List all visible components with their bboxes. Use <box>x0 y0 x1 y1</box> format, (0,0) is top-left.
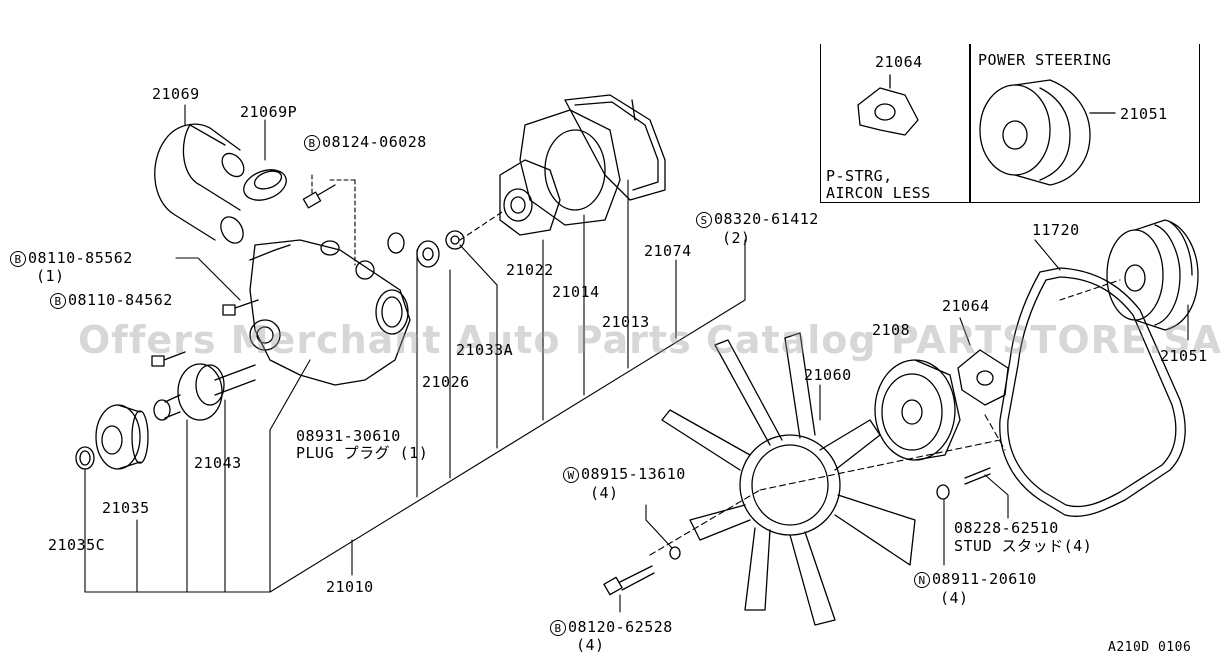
inset-bracket-drawing <box>857 74 919 136</box>
bolt-08124 <box>302 184 336 209</box>
label-08320-qty: (2) <box>722 229 751 247</box>
label-11720[interactable]: 11720 <box>1032 221 1080 239</box>
label-21014[interactable]: 21014 <box>552 283 600 301</box>
label-08911-qty: (4) <box>940 589 969 607</box>
label-21035c[interactable]: 21035C <box>48 536 106 554</box>
hub-21035 <box>95 404 149 470</box>
label-21069[interactable]: 21069 <box>152 85 200 103</box>
seal-21035c <box>75 446 95 470</box>
diagram-code: A210D 0106 <box>1108 640 1192 655</box>
marker-b: B <box>550 619 566 636</box>
label-21069p[interactable]: 21069P <box>240 103 298 121</box>
watermark: Offers Merchant Auto Parts Catalog PARTS… <box>78 318 1223 362</box>
bearing-21043 <box>153 363 256 421</box>
marker-b: B <box>304 134 320 151</box>
inset-note-line1: P-STRG, <box>826 167 893 185</box>
water-pump-body <box>249 239 411 386</box>
nut <box>936 484 950 500</box>
label-21026[interactable]: 21026 <box>422 373 470 391</box>
inset-label-21064[interactable]: 21064 <box>875 53 923 71</box>
hose-21069 <box>154 123 245 244</box>
inset-note-line2: AIRCON LESS <box>826 184 931 202</box>
label-08228-62510[interactable]: 08228-62510 <box>954 519 1059 537</box>
bolt-08120 <box>603 565 655 596</box>
housing-21022 <box>499 159 561 236</box>
bracket-21064 <box>957 349 1009 406</box>
label-21043[interactable]: 21043 <box>194 454 242 472</box>
label-08120-qty: (4) <box>576 636 605 654</box>
v-belt <box>999 267 1186 517</box>
label-21033a[interactable]: 21033A <box>456 341 514 359</box>
inset-label-21051[interactable]: 21051 <box>1120 105 1168 123</box>
inset-frame-pstrg <box>820 44 970 203</box>
bolt-08110-85562 <box>222 299 259 316</box>
leader-lines <box>84 104 1189 613</box>
label-21051[interactable]: 21051 <box>1160 347 1208 365</box>
inset-frame-power-steering <box>970 44 1200 203</box>
label-21010[interactable]: 21010 <box>326 578 374 596</box>
label-stud: STUD スタッド(4) <box>954 537 1093 555</box>
label-21064[interactable]: 21064 <box>942 297 990 315</box>
inset-pulley-drawing <box>979 79 1116 186</box>
label-2108[interactable]: 2108 <box>872 321 911 339</box>
gasket-21074 <box>564 94 666 201</box>
cover-21014 <box>519 109 621 226</box>
label-21013[interactable]: 21013 <box>602 313 650 331</box>
label-21035[interactable]: 21035 <box>102 499 150 517</box>
bolt-08110-84562 <box>151 351 186 367</box>
label-21074[interactable]: 21074 <box>644 242 692 260</box>
washers <box>387 230 465 268</box>
stud <box>964 467 991 485</box>
marker-b: B <box>10 250 26 267</box>
label-08110-85562-qty: (1) <box>36 267 65 285</box>
marker-w: W <box>563 466 579 483</box>
washer-08915 <box>669 546 681 560</box>
marker-b: B <box>50 292 66 309</box>
pulley-21051 <box>1106 219 1199 331</box>
marker-s: S <box>696 211 712 228</box>
marker-n: N <box>914 571 930 588</box>
label-plug: PLUG プラグ (1) <box>296 444 429 462</box>
fan-coupling <box>874 359 961 461</box>
label-08915-qty: (4) <box>590 484 619 502</box>
clamp-21069p <box>243 169 287 201</box>
fan-21060 <box>661 332 916 626</box>
inset-title-power-steering: POWER STEERING <box>978 51 1112 69</box>
label-08931-30610[interactable]: 08931-30610 <box>296 427 401 445</box>
label-21022[interactable]: 21022 <box>506 261 554 279</box>
label-21060[interactable]: 21060 <box>804 366 852 384</box>
